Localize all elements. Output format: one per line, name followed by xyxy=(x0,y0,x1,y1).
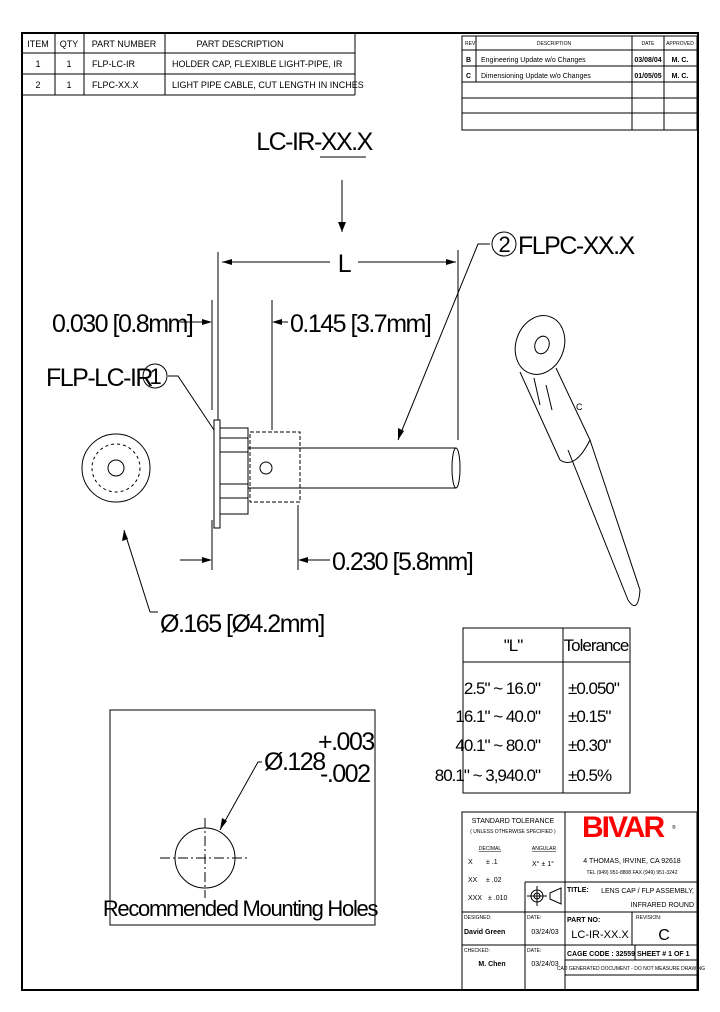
tol-cell: ±0.5% xyxy=(568,766,612,785)
cap-dimension: 0.145 [3.7mm] xyxy=(290,310,431,338)
tol-x-value: ± .1 xyxy=(486,859,498,866)
item-1-label: FLP-LC-IR xyxy=(46,364,152,392)
tol-xx-value: ± .02 xyxy=(486,877,502,884)
item-1-number: 1 xyxy=(150,364,162,389)
bom-cell: FLP-LC-IR xyxy=(92,59,136,69)
tol-header-l: "L" xyxy=(504,636,523,655)
rev-header-rev: REV xyxy=(465,41,476,47)
company-phone: TEL (949) 951-8808 FAX (949) 951-3242 xyxy=(587,870,678,876)
part-no-label: PART NO: xyxy=(567,917,600,924)
rev-cell: B xyxy=(466,57,471,64)
length-label: L xyxy=(338,250,352,278)
designed-date: 03/24/03 xyxy=(531,929,558,936)
cad-note: CAD GENERATED DOCUMENT - DO NOT MEASURE … xyxy=(557,966,705,972)
item-2-balloon xyxy=(491,231,517,257)
tol-cell: 16.1" ~ 40.0" xyxy=(455,707,541,726)
decimal-label: DECIMAL xyxy=(479,846,501,852)
designed-date-label: DATE: xyxy=(527,915,541,921)
tol-cell: ±0.30" xyxy=(568,736,611,755)
title-line-1: LENS CAP / FLP ASSEMBLY, xyxy=(601,888,694,895)
mounting-tol-minus: -.002 xyxy=(320,760,370,788)
bom-cell: 1 xyxy=(66,80,71,90)
bom-header-description: PART DESCRIPTION xyxy=(196,39,283,49)
projection-symbol-icon xyxy=(527,886,562,906)
tol-x: X xyxy=(468,859,473,866)
revision-label: REVISION: xyxy=(636,915,661,921)
bom-cell: 2 xyxy=(35,80,40,90)
registered-mark: ® xyxy=(672,824,676,831)
tol-cell: 40.1" ~ 80.0" xyxy=(455,736,541,755)
tol-cell: 2.5" ~ 16.0" xyxy=(464,679,541,698)
iso-item-label: C xyxy=(576,402,583,412)
angular-label: ANGULAR xyxy=(532,846,557,852)
end-view: Ø.165 [Ø4.2mm] xyxy=(81,433,326,638)
bom-table: ITEM QTY PART NUMBER PART DESCRIPTION 1 … xyxy=(22,33,364,96)
bom-cell: 1 xyxy=(66,59,71,69)
designed-by: David Green xyxy=(464,929,505,936)
item-1-balloon xyxy=(142,363,168,389)
std-tol-sub: ( UNLESS OTHERWISE SPECIFIED ) xyxy=(470,829,556,835)
tolerance-table: "L" Tolerance 2.5" ~ 16.0" ±0.050" 16.1"… xyxy=(435,627,631,794)
checked-date: 03/24/03 xyxy=(531,961,558,968)
rev-cell: C xyxy=(466,73,471,80)
bom-header-item: ITEM xyxy=(27,39,49,49)
drawing-border xyxy=(21,32,699,991)
title-line-2: INFRARED ROUND xyxy=(631,902,694,909)
mounting-diameter: Ø.128 xyxy=(264,748,325,776)
title-block: STANDARD TOLERANCE ( UNLESS OTHERWISE SP… xyxy=(461,811,705,991)
rev-header-date: DATE xyxy=(642,41,656,47)
rev-cell: M. C. xyxy=(672,57,689,64)
checked-label: CHECKED: xyxy=(464,948,490,954)
company-logo: BIVAR xyxy=(582,811,665,844)
rev-header-description: DESCRIPTION xyxy=(537,41,572,47)
bom-header-qty: QTY xyxy=(60,39,79,49)
rev-cell: 01/05/05 xyxy=(634,73,661,80)
title-label: TITLE: xyxy=(567,887,589,894)
tol-xxx: XXX xyxy=(468,895,482,902)
company-address: 4 THOMAS, IRVINE, CA 92618 xyxy=(583,858,681,865)
tol-cell: ±0.15" xyxy=(568,707,611,726)
bom-cell: FLPC-XX.X xyxy=(92,80,139,90)
rev-cell: Engineering Update w/o Changes xyxy=(481,57,586,64)
rev-cell: M. C. xyxy=(672,73,689,80)
angular-value: X° ± 1° xyxy=(532,860,554,868)
item-2-number: 2 xyxy=(499,232,511,257)
checked-by: M. Chen xyxy=(478,961,505,968)
std-tol-title: STANDARD TOLERANCE xyxy=(472,818,555,825)
diameter-dimension: Ø.165 [Ø4.2mm] xyxy=(160,610,324,638)
side-view: LC-IR-XX.X L 2 FLPC-XX.X 0.030 [0.8mm] 0… xyxy=(46,128,637,576)
mounting-caption: Recommended Mounting Holes xyxy=(103,896,379,921)
tol-header-tolerance: Tolerance xyxy=(564,636,629,655)
isometric-view: C xyxy=(514,315,641,607)
cap-length-dimension: 0.230 [5.8mm] xyxy=(332,548,473,576)
designed-label: DESIGNED: xyxy=(464,915,492,921)
item-2-label: FLPC-XX.X xyxy=(518,232,636,260)
tol-cell: ±0.050" xyxy=(568,679,620,698)
mounting-tol-plus: +.003 xyxy=(318,728,374,756)
rev-cell: Dimensioning Update w/o Changes xyxy=(481,73,591,80)
flange-dimension: 0.030 [0.8mm] xyxy=(52,310,193,338)
mounting-hole-detail: Ø.128 +.003 -.002 Recommended Mounting H… xyxy=(103,709,380,926)
assembly-label: LC-IR-XX.X xyxy=(256,128,373,156)
cage-code: CAGE CODE : 32559 xyxy=(567,951,635,958)
revision-value: C xyxy=(658,927,670,944)
part-no: LC-IR-XX.X xyxy=(571,929,629,941)
tol-xx: XX xyxy=(468,877,478,884)
sheet-number: SHEET # 1 OF 1 xyxy=(637,951,690,958)
revision-table: REV DESCRIPTION DATE APPROVED B Engineer… xyxy=(461,35,698,131)
bom-cell: LIGHT PIPE CABLE, CUT LENGTH IN INCHES xyxy=(172,80,364,90)
rev-cell: 03/08/04 xyxy=(634,57,661,64)
rev-header-approved: APPROVED xyxy=(666,41,694,47)
bom-header-part-number: PART NUMBER xyxy=(92,39,157,49)
checked-date-label: DATE: xyxy=(527,948,541,954)
tol-xxx-value: ± .010 xyxy=(488,895,508,902)
bom-cell: HOLDER CAP, FLEXIBLE LIGHT-PIPE, IR xyxy=(172,59,343,69)
bom-cell: 1 xyxy=(35,59,40,69)
tol-cell: 80.1" ~ 3,940.0" xyxy=(435,766,541,785)
